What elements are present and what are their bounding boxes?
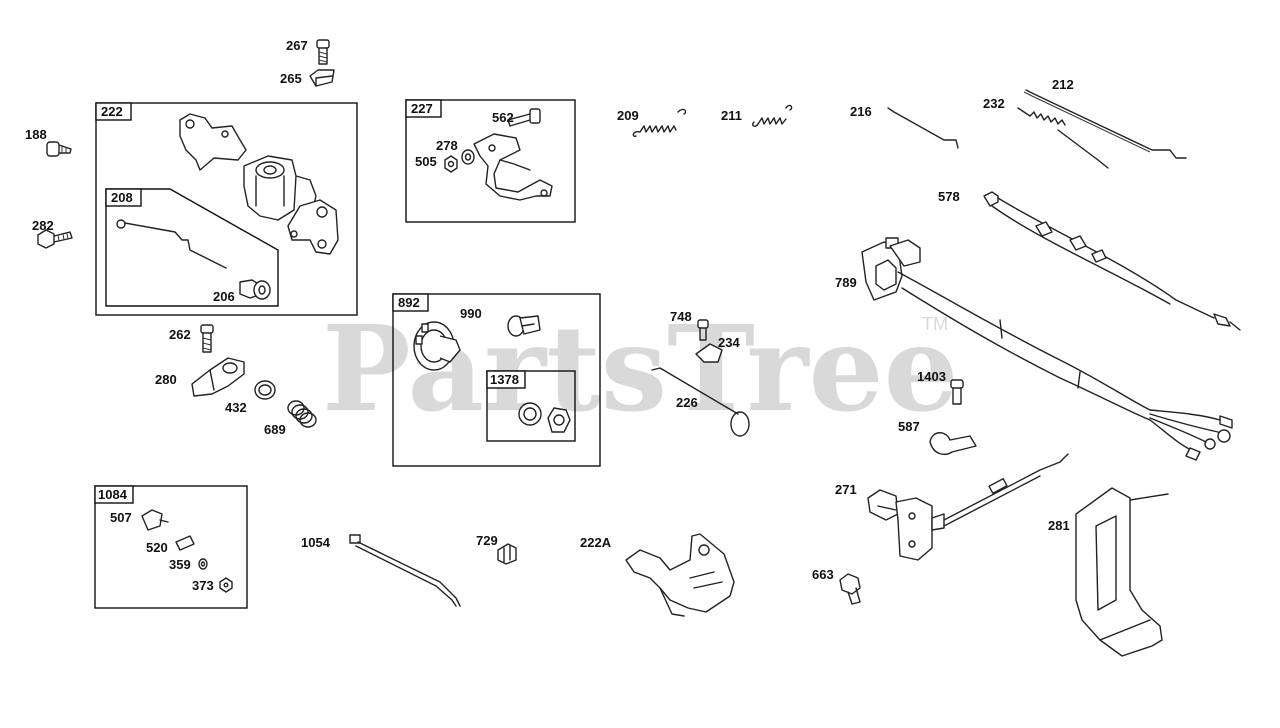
callout-262[interactable]: 262	[169, 327, 191, 342]
group-label-1084: 1084	[98, 487, 128, 502]
part-990-ignition-switch[interactable]	[413, 315, 541, 371]
group-label-1378: 1378	[490, 372, 519, 387]
callout-359[interactable]: 359	[169, 557, 191, 572]
watermark-trademark: TM	[922, 314, 948, 334]
group-208[interactable]: 208	[105, 188, 279, 307]
group-label-227: 227	[411, 101, 433, 116]
part-562-bolt[interactable]	[507, 108, 541, 127]
callout-265[interactable]: 265	[280, 71, 302, 86]
part-188-bolt[interactable]	[46, 141, 72, 157]
part-278-washer[interactable]	[461, 149, 475, 165]
callout-209[interactable]: 209	[617, 108, 639, 123]
callout-206[interactable]: 206	[213, 289, 235, 304]
callout-232[interactable]: 232	[983, 96, 1005, 111]
part-280-bracket[interactable]	[191, 357, 245, 397]
part-271-throttle-control[interactable]	[867, 453, 1069, 561]
part-789-wire-harness[interactable]	[861, 237, 1233, 461]
callout-212[interactable]: 212	[1052, 77, 1074, 92]
callout-267[interactable]: 267	[286, 38, 308, 53]
part-507-connector[interactable]	[141, 509, 169, 531]
callout-663[interactable]: 663	[812, 567, 834, 582]
callout-280[interactable]: 280	[155, 372, 177, 387]
callout-226[interactable]: 226	[676, 395, 698, 410]
part-359-washer[interactable]	[198, 558, 208, 570]
callout-216[interactable]: 216	[850, 104, 872, 119]
part-234-clip[interactable]	[695, 343, 723, 363]
part-281-bracket[interactable]	[1075, 487, 1169, 657]
part-373-nut[interactable]	[219, 577, 233, 593]
callout-507[interactable]: 507	[110, 510, 132, 525]
part-282-bolt[interactable]	[37, 229, 73, 249]
group-1378[interactable]: 1378	[486, 370, 576, 442]
callout-278[interactable]: 278	[436, 138, 458, 153]
callout-271[interactable]: 271	[835, 482, 857, 497]
part-222-governor-bracket[interactable]	[179, 113, 339, 255]
part-262-bolt[interactable]	[200, 324, 214, 353]
part-663-bolt[interactable]	[839, 573, 861, 605]
callout-990[interactable]: 990	[460, 306, 482, 321]
part-227-throttle-bracket[interactable]	[473, 133, 553, 201]
group-1084[interactable]: 1084	[94, 485, 248, 609]
callout-562[interactable]: 562	[492, 110, 514, 125]
callout-578[interactable]: 578	[938, 189, 960, 204]
callout-222A[interactable]: 222A	[580, 535, 612, 550]
group-222[interactable]: 222	[95, 102, 358, 316]
callout-1054[interactable]: 1054	[301, 535, 331, 550]
callout-689[interactable]: 689	[264, 422, 286, 437]
part-1054-cable-tie[interactable]	[349, 534, 461, 607]
callout-234[interactable]: 234	[718, 335, 740, 350]
part-265-clip[interactable]	[309, 69, 335, 87]
part-212-choke-link[interactable]	[1023, 89, 1187, 159]
callout-1403[interactable]: 1403	[917, 369, 946, 384]
callout-211[interactable]: 211	[721, 108, 742, 123]
callout-282[interactable]: 282	[32, 218, 54, 233]
callout-587[interactable]: 587	[898, 419, 920, 434]
part-587-clamp[interactable]	[929, 432, 977, 455]
part-689-spring[interactable]	[287, 400, 317, 428]
watermark-text: PartsTree	[322, 299, 959, 438]
part-729-clip[interactable]	[497, 543, 517, 565]
part-267-bolt[interactable]	[316, 39, 330, 65]
part-748-screw[interactable]	[697, 319, 709, 341]
callout-520[interactable]: 520	[146, 540, 168, 555]
part-226-throttle-rod[interactable]	[651, 367, 750, 437]
callout-373[interactable]: 373	[192, 578, 214, 593]
callout-505[interactable]: 505	[415, 154, 437, 169]
callout-281[interactable]: 281	[1048, 518, 1070, 533]
part-209-spring[interactable]	[632, 108, 687, 138]
callout-432[interactable]: 432	[225, 400, 247, 415]
part-520-clip[interactable]	[175, 535, 195, 551]
group-227[interactable]: 227	[405, 99, 576, 223]
group-label-208: 208	[111, 190, 133, 205]
callout-188[interactable]: 188	[25, 127, 47, 142]
part-578-cable[interactable]	[983, 191, 1241, 331]
group-label-222: 222	[101, 104, 123, 119]
part-1378-nut-washer[interactable]	[518, 402, 571, 433]
part-222A-control-bracket[interactable]	[625, 533, 735, 617]
callout-729[interactable]: 729	[476, 533, 498, 548]
callout-789[interactable]: 789	[835, 275, 857, 290]
part-211-spring[interactable]	[751, 104, 793, 127]
group-892[interactable]: 892	[392, 293, 601, 467]
part-232-spring[interactable]	[1017, 107, 1109, 169]
part-505-nut[interactable]	[444, 155, 458, 173]
part-206-knob[interactable]	[239, 279, 271, 300]
group-label-892: 892	[398, 295, 420, 310]
callout-748[interactable]: 748	[670, 309, 692, 324]
part-208-governor-link[interactable]	[116, 219, 227, 269]
part-432-bushing[interactable]	[254, 380, 276, 400]
part-216-rod[interactable]	[887, 107, 959, 149]
part-1403-screw[interactable]	[950, 379, 964, 405]
